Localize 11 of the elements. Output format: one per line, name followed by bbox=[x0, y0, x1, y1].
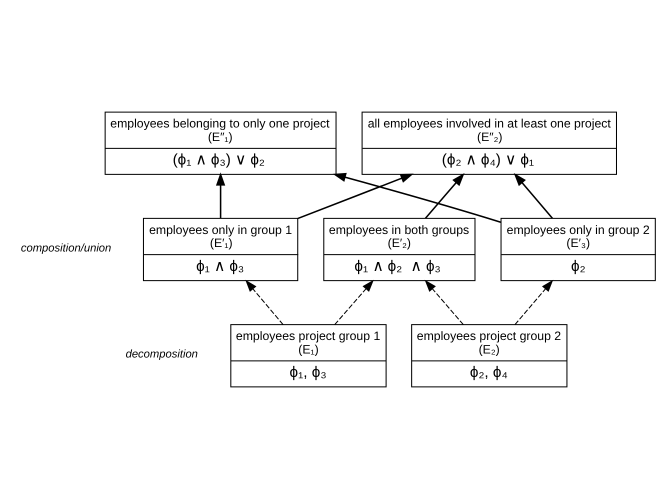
arrow bbox=[424, 279, 464, 324]
label: composition/union bbox=[20, 242, 112, 254]
arrow bbox=[245, 279, 284, 324]
arrow bbox=[332, 172, 501, 222]
arrow bbox=[514, 172, 554, 218]
arrow bbox=[216, 172, 226, 218]
arrow bbox=[298, 173, 414, 219]
arrow bbox=[424, 172, 465, 218]
arrow bbox=[514, 279, 554, 324]
label: decomposition bbox=[126, 348, 198, 360]
arrow bbox=[334, 279, 374, 324]
